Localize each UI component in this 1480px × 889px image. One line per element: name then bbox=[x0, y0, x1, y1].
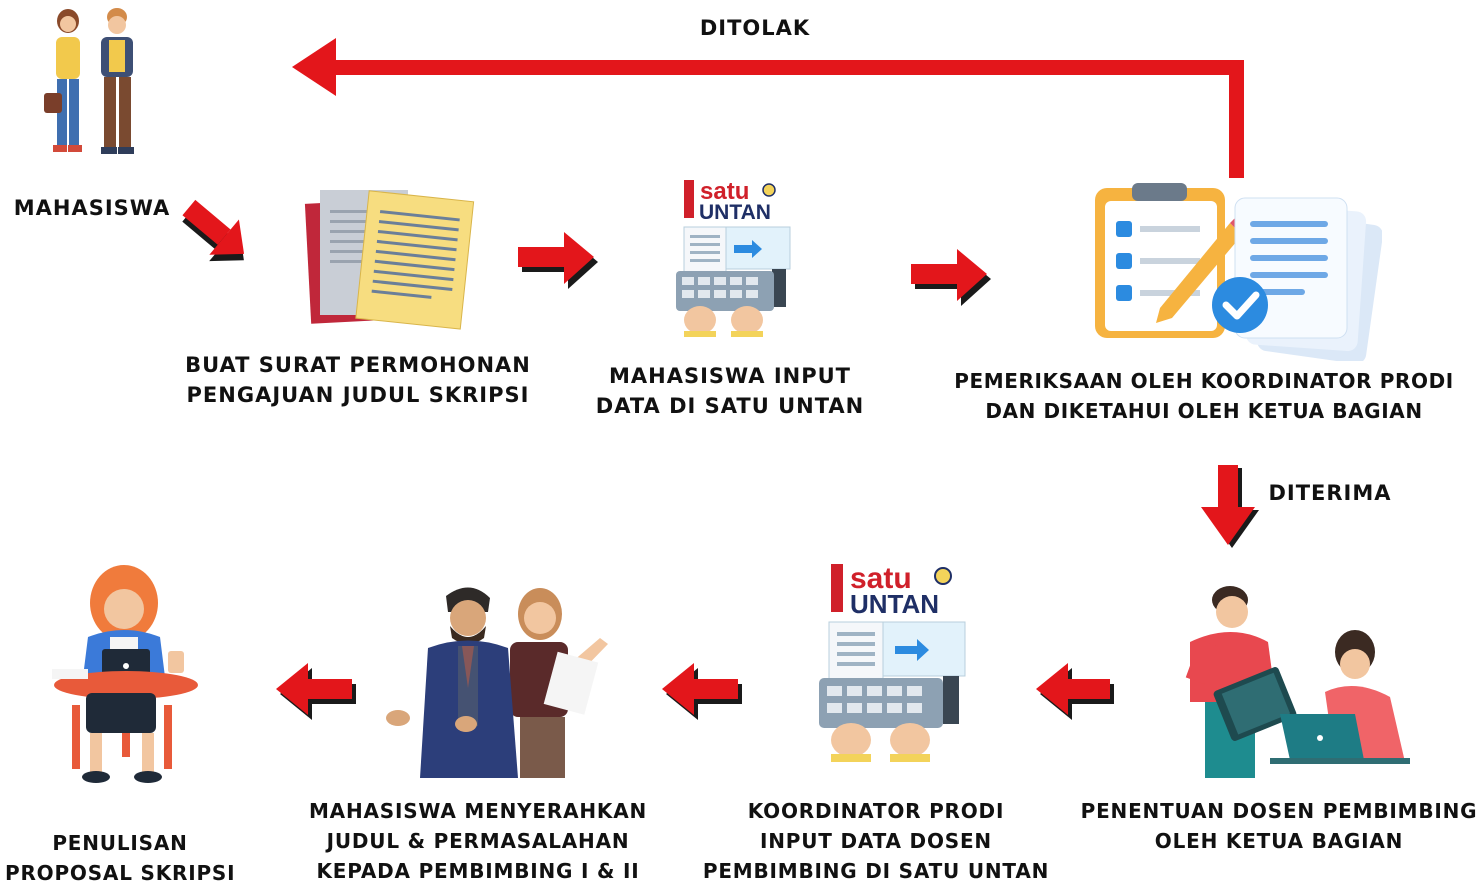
students-illustration bbox=[35, 5, 150, 160]
step6-label: MAHASISWA MENYERAHKAN JUDUL & PERMASALAH… bbox=[308, 799, 648, 883]
step4-label: PENENTUAN DOSEN PEMBIMBING OLEH KETUA BA… bbox=[1080, 799, 1478, 853]
documents-illustration bbox=[300, 182, 478, 330]
computer-input-illustration: satu UNTAN bbox=[672, 175, 797, 340]
arrow-mahasiswa-to-step1 bbox=[182, 199, 245, 262]
step3-label: PEMERIKSAAN OLEH KOORDINATOR PRODI DAN D… bbox=[954, 369, 1454, 423]
arrow-step5-to-step6 bbox=[662, 663, 742, 720]
satu-logo-text: satu bbox=[850, 562, 912, 595]
mahasiswa-label: MAHASISWA bbox=[13, 196, 171, 220]
step1-label: BUAT SURAT PERMOHONAN PENGAJUAN JUDUL SK… bbox=[185, 353, 531, 407]
arrow-step6-to-step7 bbox=[276, 663, 356, 720]
lecturers-illustration bbox=[380, 578, 620, 778]
checklist-clipboard-illustration bbox=[1090, 183, 1382, 361]
untan-logo-text: UNTAN bbox=[850, 589, 939, 619]
untan-logo-text: UNTAN bbox=[699, 201, 771, 224]
step5-label: KOORDINATOR PRODI INPUT DATA DOSEN PEMBI… bbox=[702, 799, 1050, 883]
step2-label: MAHASISWA INPUT DATA DI SATU UNTAN bbox=[595, 364, 865, 418]
arrow-diterima-down bbox=[1201, 465, 1259, 548]
arrow-step2-to-step3 bbox=[911, 249, 991, 306]
arrow-step4-to-step5 bbox=[1036, 663, 1114, 720]
ditolak-label: DITOLAK bbox=[699, 16, 811, 40]
consultation-illustration bbox=[1150, 582, 1412, 778]
arrow-step1-to-step2 bbox=[518, 232, 598, 289]
ditolak-loop-arrow bbox=[292, 38, 1244, 178]
writing-student-illustration bbox=[46, 565, 198, 787]
diterima-label: DITERIMA bbox=[1268, 481, 1392, 505]
computer-input-illustration: satu UNTAN bbox=[815, 558, 970, 770]
satu-logo-text: satu bbox=[700, 178, 749, 205]
step7-label: PENULISAN PROPOSAL SKRIPSI bbox=[5, 831, 236, 885]
